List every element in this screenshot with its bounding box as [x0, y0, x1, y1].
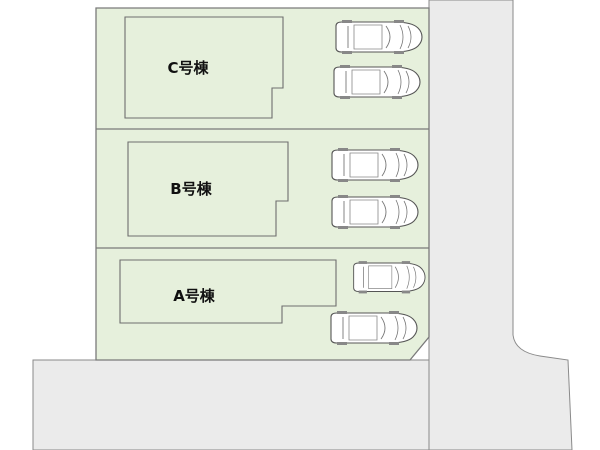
building-b-label: B号棟 [170, 180, 212, 198]
building-a-label: A号棟 [173, 287, 216, 305]
car-icon [330, 310, 418, 346]
building-b-footprint [127, 141, 289, 237]
car-icon [331, 147, 419, 183]
lot-area [95, 7, 430, 361]
building-c-label: C号棟 [167, 59, 209, 77]
building-c-footprint [124, 16, 284, 119]
car-icon [353, 260, 426, 294]
car-icon [333, 64, 421, 100]
car-icon [335, 19, 423, 55]
side-road [428, 0, 573, 450]
building-a-footprint [119, 259, 337, 324]
car-icon [331, 194, 419, 230]
front-road [32, 359, 430, 450]
